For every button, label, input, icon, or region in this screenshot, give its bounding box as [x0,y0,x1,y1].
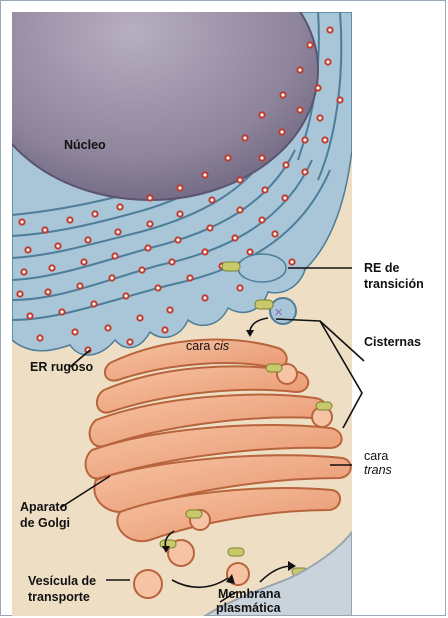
label-vesicle-line2: transporte [28,590,90,605]
label-cis-face-italic: cis [214,339,229,353]
label-golgi-line2: de Golgi [20,516,70,531]
label-vesicle-line1: Vesícula de [28,574,96,589]
label-cisternae: Cisternas [364,335,421,350]
transition-er-bud [238,254,286,282]
label-golgi-line1: Aparato [20,500,67,515]
label-membrane-line1: Membrana [218,587,281,602]
label-transition-er-line2: transición [364,277,424,292]
label-cis-face-prefix: cara [186,339,210,353]
label-trans-face-line2: trans [364,463,392,478]
svg-text:✕: ✕ [274,307,283,319]
label-cis-face: cara cis [186,339,229,354]
label-membrane-line2: plasmática [216,601,281,616]
label-nucleus: Núcleo [64,138,106,153]
label-transition-er-line1: RE de [364,261,399,276]
label-trans-face-line1: cara [364,449,388,464]
label-rough-er: ER rugoso [30,360,93,375]
